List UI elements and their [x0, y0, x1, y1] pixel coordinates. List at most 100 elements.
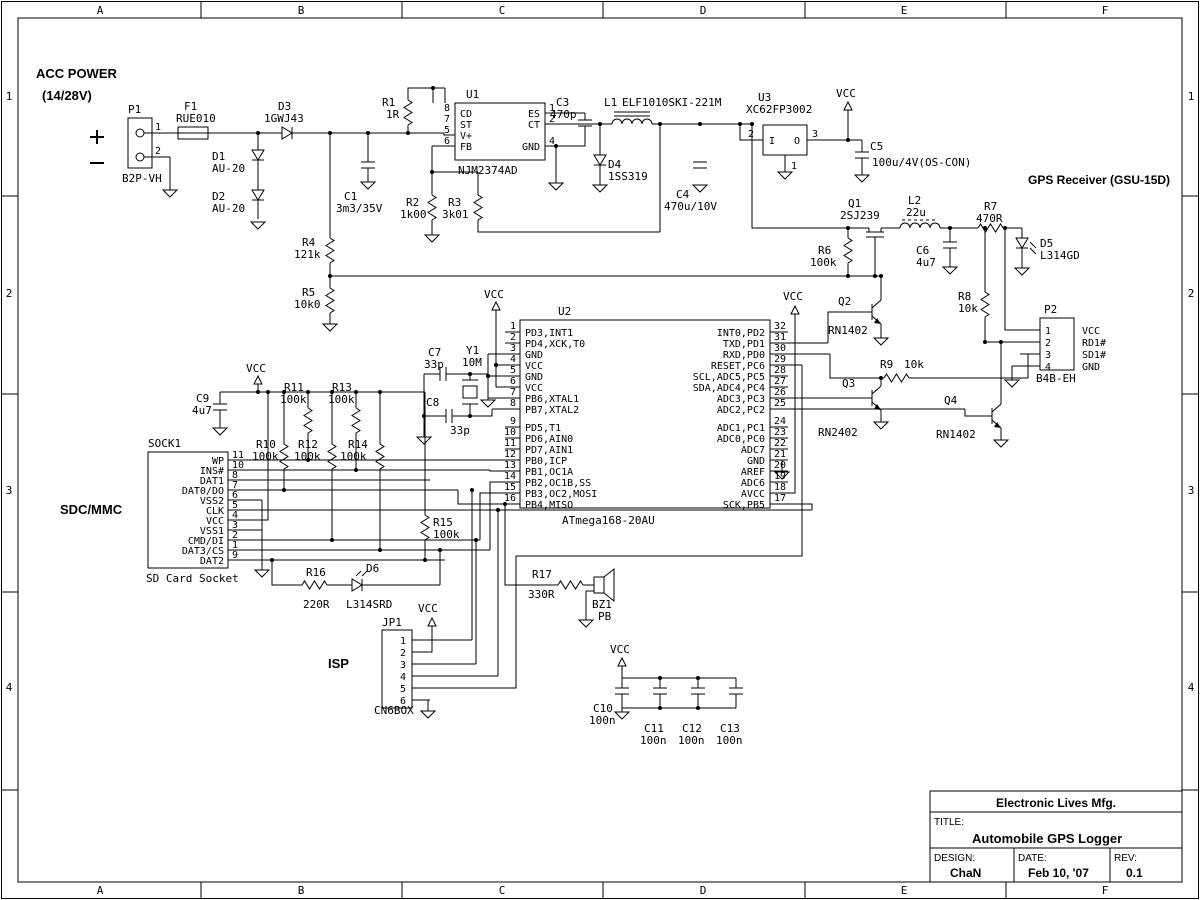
r17-ref: R17	[532, 568, 552, 581]
c10-ref: C10	[593, 702, 613, 715]
u1-pin-num: 7	[444, 114, 450, 125]
u1-pin-name: CT	[528, 120, 540, 131]
u2-pin-num: 15	[504, 482, 516, 493]
bjt-emitter-arrows	[874, 318, 1001, 428]
grid-letter: B	[298, 884, 305, 897]
grid-letter: D	[700, 884, 707, 897]
diode-symbols	[251, 126, 1029, 592]
r12-val: 100k	[294, 450, 321, 463]
bz1-val: PB	[598, 610, 612, 623]
r4-val: 121k	[294, 248, 321, 261]
sock1-pin-name: WP	[212, 456, 224, 467]
wires-power-input	[144, 87, 882, 324]
u2-pin-row: 22 ADC7	[741, 438, 788, 456]
f1-val: RUE010	[176, 112, 216, 125]
f1-ref: F1	[184, 100, 197, 113]
u1-pin-name: GND	[522, 142, 540, 153]
u2-pin-name: ADC7	[741, 445, 765, 456]
r10-ref: R10	[256, 438, 276, 451]
company-name: Electronic Lives Mfg.	[996, 796, 1116, 810]
sock1-pin-row: VSS1 3	[200, 520, 252, 537]
c6-ref: C6	[916, 244, 929, 257]
jp1-pin-num: 1	[400, 636, 406, 647]
u1-part: NJM2374AD	[458, 164, 518, 177]
jp1-pin-num: 4	[400, 672, 406, 683]
sock1-pin-name: DAT1	[200, 476, 224, 487]
u2-mcu: U2 ATmega168-20AU 1 PD3,INT1 2 PD4,XCK,T…	[504, 305, 788, 527]
p2-pin-row: 4 GND	[1020, 362, 1100, 373]
u2-pin-row: 15 PB3,OC2,MOSI	[504, 482, 597, 500]
jp1-body	[381, 629, 413, 709]
sock1-pin-name: CMD/DI	[188, 536, 224, 547]
u1-regulator: U1 NJM2374AD 8 7 5 6 CD ST V+ FB 1 2 4 E…	[444, 88, 555, 177]
u2-pin-num: 25	[774, 398, 786, 409]
p2-gps-connector: P2 B4B-EH 1 VCC 2 RD1# 3 SD1# 4 GND	[1020, 303, 1106, 385]
jp1-isp-connector: JP1 CN6BOX 1 2 3 4 5 6	[374, 616, 430, 717]
q3-val: RN2402	[818, 426, 858, 439]
r7-ref: R7	[984, 200, 997, 213]
d5-val: L314GD	[1040, 249, 1080, 262]
u2-pin-name: PB1,OC1A	[525, 467, 573, 478]
u2-pin-name: PD3,INT1	[525, 328, 573, 339]
r11-ref: R11	[284, 381, 304, 394]
u3-pin-in: 2	[748, 129, 754, 140]
u2-pin-name: AREF	[741, 467, 765, 478]
u2-pin-row: 16 PB4,MISO	[504, 493, 573, 511]
sock1-pin-num: 9	[232, 550, 238, 561]
r3-val: 3k01	[442, 208, 469, 221]
u2-pin-name: ADC2,PC2	[717, 405, 765, 416]
c12-ref: C12	[682, 722, 702, 735]
u2-pin-row: 31 TXD,PD1	[723, 332, 788, 350]
r8-ref: R8	[958, 290, 971, 303]
grid-letter: F	[1102, 884, 1109, 897]
d6-ref: D6	[366, 562, 379, 575]
u1-pin-num: 5	[444, 125, 450, 136]
jp1-pin-num: 3	[400, 660, 406, 671]
r1-ref: R1	[382, 96, 395, 109]
c12-val: 100n	[678, 734, 705, 747]
u2-pin-name: RXD,PD0	[723, 350, 765, 361]
u2-pin-num: 13	[504, 460, 516, 471]
p2-pin-name: VCC	[1082, 326, 1100, 337]
u2-pin-row: 26 ADC3,PC3	[717, 387, 788, 405]
rev-label: REV:	[1114, 853, 1137, 864]
p2-body	[1039, 317, 1075, 371]
u2-pin-num: 26	[774, 387, 786, 398]
buzzer-body	[593, 576, 605, 594]
r8-val: 10k	[958, 302, 978, 315]
c4-ref: C4	[676, 188, 690, 201]
q1-ref: Q1	[848, 197, 861, 210]
grid-letter: C	[499, 884, 506, 897]
d6-val: L314SRD	[346, 598, 392, 611]
sdmmc-label: SDC/MMC	[60, 502, 123, 517]
vcc-label-caps: VCC	[610, 643, 630, 656]
sock1-pin-name: VCC	[206, 516, 224, 527]
u2-pin-row: 17 SCK,PB5	[723, 493, 788, 511]
u2-pin-name: GND	[747, 456, 765, 467]
y1-val: 10M	[462, 356, 482, 369]
jp1-pin-row: 5	[400, 684, 430, 695]
grid-letter: E	[901, 884, 908, 897]
c10-val: 100n	[589, 714, 616, 727]
date-label: DATE:	[1018, 853, 1047, 864]
grid-letter: B	[298, 4, 305, 17]
u2-pin-row: 9 PD5,T1	[505, 416, 561, 434]
u2-pin-num: 4	[510, 354, 516, 365]
vcc-label-u2-right: VCC	[783, 290, 803, 303]
u2-pin-row: 24 ADC1,PC1	[717, 416, 788, 434]
jp1-pin-row: 4	[400, 672, 430, 683]
c1-val: 3m3/35V	[336, 202, 383, 215]
resistor-symbols-vertical	[279, 99, 990, 541]
grid-number: 4	[1188, 681, 1195, 694]
u1-ref: U1	[466, 88, 479, 101]
grid-number: 2	[6, 287, 13, 300]
u2-pin-name: ADC3,PC3	[717, 394, 765, 405]
grid-letter: F	[1102, 4, 1109, 17]
c5-ref: C5	[870, 140, 883, 153]
acc-power-sub-label: (14/28V)	[42, 88, 92, 103]
r17-val: 330R	[528, 588, 555, 601]
p2-pin-num: 2	[1045, 338, 1051, 349]
sock1-pin-row: DAT1 8	[200, 470, 252, 487]
p1-val: B2P-VH	[122, 172, 162, 185]
